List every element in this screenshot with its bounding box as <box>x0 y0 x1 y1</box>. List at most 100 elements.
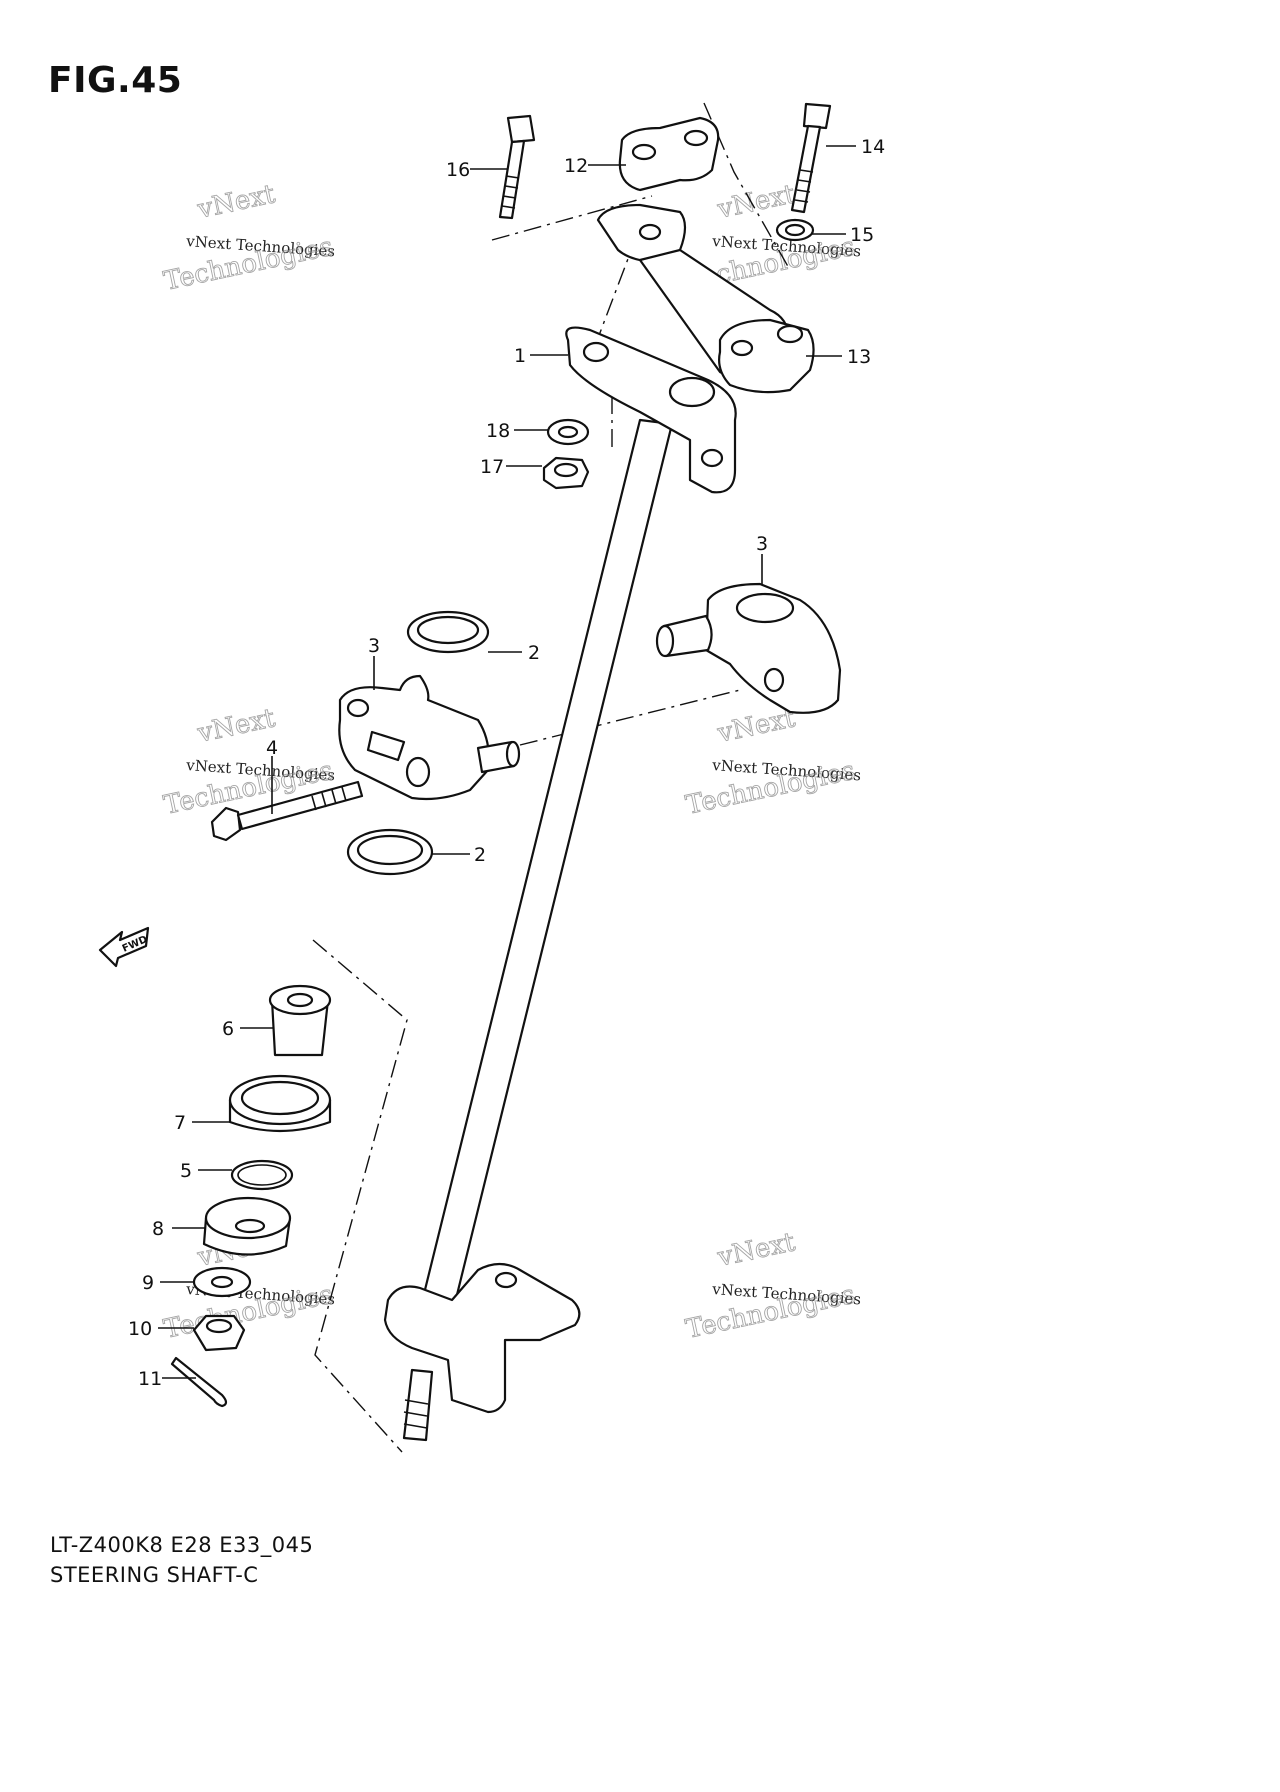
guide-line <box>597 205 649 339</box>
bearing-part-7 <box>228 1074 332 1133</box>
nut-hole <box>205 1318 233 1334</box>
callout-4: 4 <box>266 737 278 759</box>
callout-3-right: 3 <box>756 533 768 555</box>
fwd-arrow-icon <box>98 926 150 968</box>
clamp-hole <box>776 324 804 344</box>
pin-end <box>505 740 521 768</box>
guide-line <box>519 689 741 746</box>
callout-13: 13 <box>847 346 871 368</box>
diagram-description: STEERING SHAFT-C <box>50 1563 259 1587</box>
callout-16: 16 <box>446 159 470 181</box>
cotter-pin-body <box>170 1356 228 1408</box>
bolt-shank <box>498 139 526 220</box>
callout-2-lower: 2 <box>474 844 486 866</box>
bolt-head <box>506 114 536 144</box>
washer-part-18 <box>546 418 590 446</box>
sleeve-part-6 <box>268 984 332 1057</box>
shaft-lower-thread <box>402 1368 434 1442</box>
shaft-tube <box>418 418 674 1317</box>
o-ring-part-5 <box>230 1159 294 1191</box>
thread-lines <box>794 169 814 203</box>
callout-5: 5 <box>180 1160 192 1182</box>
bracket-body <box>338 674 490 801</box>
bolt-part-4 <box>210 780 364 842</box>
callout-1: 1 <box>514 345 526 367</box>
bracket-slot <box>366 730 406 762</box>
cup-part-8 <box>202 1196 292 1256</box>
callout-14: 14 <box>861 136 885 158</box>
bracket-part-3-right <box>655 582 842 714</box>
upper-clamp-part-13 <box>718 318 815 394</box>
washer-inner <box>210 1275 234 1289</box>
watermark-mid-right: vNext vNext Technologies Technologies <box>683 703 862 822</box>
clamp-hole <box>638 223 662 241</box>
cup-rim <box>204 1196 292 1240</box>
plate-hole <box>668 376 716 408</box>
watermark-vnext-text: vNext <box>714 1227 798 1273</box>
washer-part-9 <box>192 1266 252 1298</box>
guide-line <box>491 195 653 241</box>
shaft-upper-plate <box>565 326 737 494</box>
callout-6: 6 <box>222 1018 234 1040</box>
bracket-hole <box>405 756 431 788</box>
forward-arrow: FWD <box>98 926 150 968</box>
callout-15: 15 <box>850 224 874 246</box>
bracket-body <box>704 582 842 714</box>
washer-inner <box>784 223 806 237</box>
bushing-part-2-upper <box>406 610 490 654</box>
cotter-pin-part-11 <box>170 1356 228 1408</box>
guide-line <box>312 939 408 1453</box>
bracket-seat <box>735 592 795 624</box>
bushing-part-2-lower <box>346 828 434 876</box>
bolt-shank <box>790 124 822 214</box>
ring-inner <box>237 1164 287 1186</box>
watermark-top-left: vNext vNext Technologies Technologies <box>161 179 336 298</box>
plate-hole <box>582 341 610 363</box>
clamp-hole <box>631 143 657 161</box>
callout-numbers: 16 12 14 15 1 13 18 17 3 2 3 4 2 6 7 5 8… <box>128 136 885 1390</box>
washer-inner <box>557 425 579 439</box>
washer-part-15 <box>775 218 815 242</box>
callout-3-left: 3 <box>368 635 380 657</box>
clamp-hole <box>730 339 754 357</box>
watermark-vnext-text: vNext <box>194 179 278 225</box>
thread-lines <box>501 175 520 209</box>
watermark-bottom-right: vNext vNext Technologies Technologies <box>683 1227 862 1346</box>
cup-bore <box>234 1218 266 1234</box>
clamp-hole <box>683 129 709 147</box>
bolt-head <box>210 806 242 842</box>
shaft-lower-arm <box>383 1262 581 1414</box>
bushing-inner <box>356 834 424 866</box>
bracket-part-3-left <box>338 674 521 801</box>
steering-shaft <box>383 326 737 1442</box>
upper-clamp-part-12 <box>618 116 720 192</box>
callout-18: 18 <box>486 420 510 442</box>
bushing-inner <box>416 615 480 645</box>
watermark-vnext-text: vNext <box>714 179 798 225</box>
bracket-hole <box>346 698 370 718</box>
callout-9: 9 <box>142 1272 154 1294</box>
bolt-head <box>802 102 832 130</box>
pin-end <box>655 624 675 658</box>
bearing-inner <box>240 1080 320 1116</box>
callout-12: 12 <box>564 155 588 177</box>
thread-lines <box>311 786 347 811</box>
model-code: LT-Z400K8 E28 E33_045 <box>50 1533 314 1557</box>
leader-lines <box>158 145 856 1379</box>
bolt-part-14 <box>790 102 832 214</box>
figure-title: FIG.45 <box>48 60 183 101</box>
nut-part-17 <box>542 456 590 490</box>
nut-part-10 <box>192 1314 246 1352</box>
callout-17: 17 <box>480 456 504 478</box>
plate-hole <box>700 448 724 468</box>
thread-lines <box>403 1399 429 1429</box>
callout-10: 10 <box>128 1318 152 1340</box>
sleeve-bore <box>286 992 314 1008</box>
arm-hole <box>494 1271 518 1289</box>
nut-hole <box>553 462 579 478</box>
callout-8: 8 <box>152 1218 164 1240</box>
callout-7: 7 <box>174 1112 186 1134</box>
callout-2-upper: 2 <box>528 642 540 664</box>
callout-11: 11 <box>138 1368 162 1390</box>
bracket-hole <box>763 667 785 693</box>
